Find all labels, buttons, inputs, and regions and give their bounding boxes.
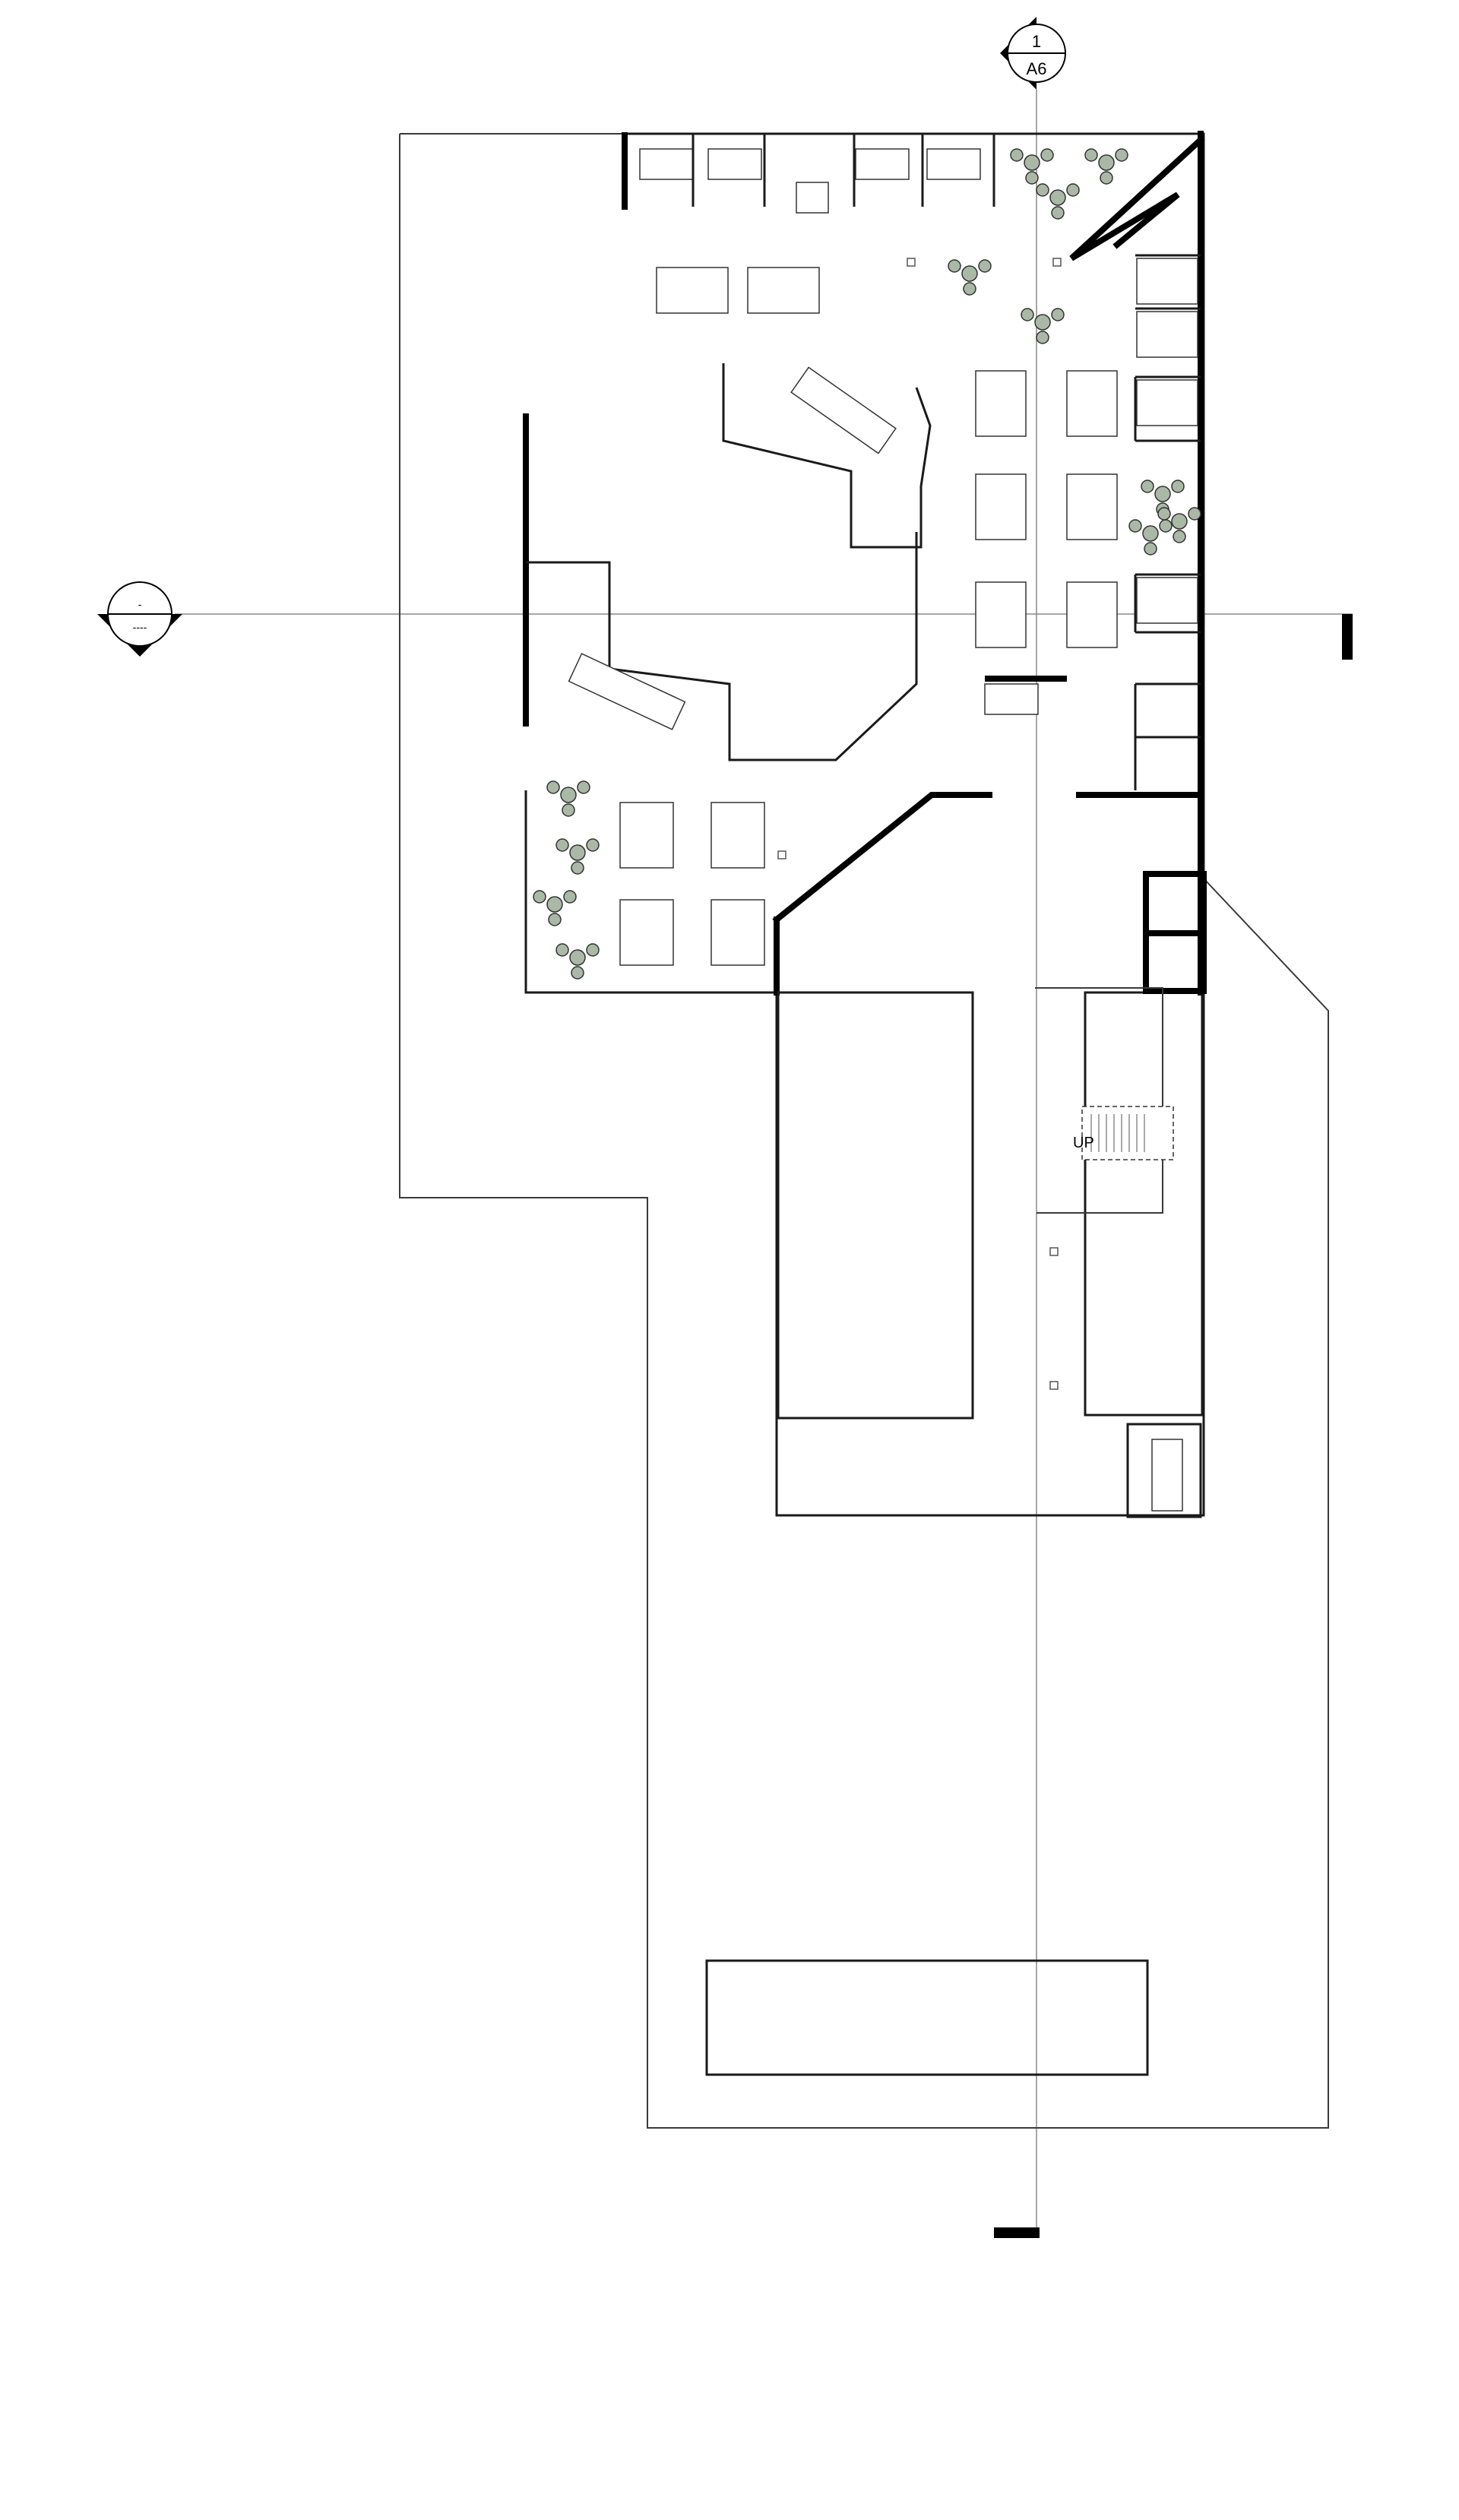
lower-wings: [777, 871, 1207, 1518]
building-walls: [523, 131, 1205, 1517]
stair: UP: [1073, 1106, 1174, 1160]
conference-room-north: [722, 363, 932, 549]
section-marker-north-number: 1: [1032, 32, 1041, 51]
workstations: [619, 258, 1198, 966]
stair-label: UP: [1073, 1135, 1094, 1151]
north-offices: [639, 134, 995, 214]
section-cut-mark-south: [994, 2227, 1040, 2238]
section-marker-west: - ----: [97, 581, 182, 657]
section-marker-west-sheet: ----: [133, 621, 147, 633]
conference-room-west: [526, 532, 918, 761]
lounge-seating-clusters: [533, 148, 1201, 980]
section-marker-west-number: -: [138, 598, 142, 610]
site-plaza-rectangle: [705, 1959, 1149, 2076]
section-cut-mark-east: [1342, 614, 1353, 660]
structural-columns: [777, 258, 1062, 1390]
section-marker-north-sheet: A6: [1027, 59, 1047, 78]
section-marker-north: 1 A6: [1000, 17, 1073, 90]
